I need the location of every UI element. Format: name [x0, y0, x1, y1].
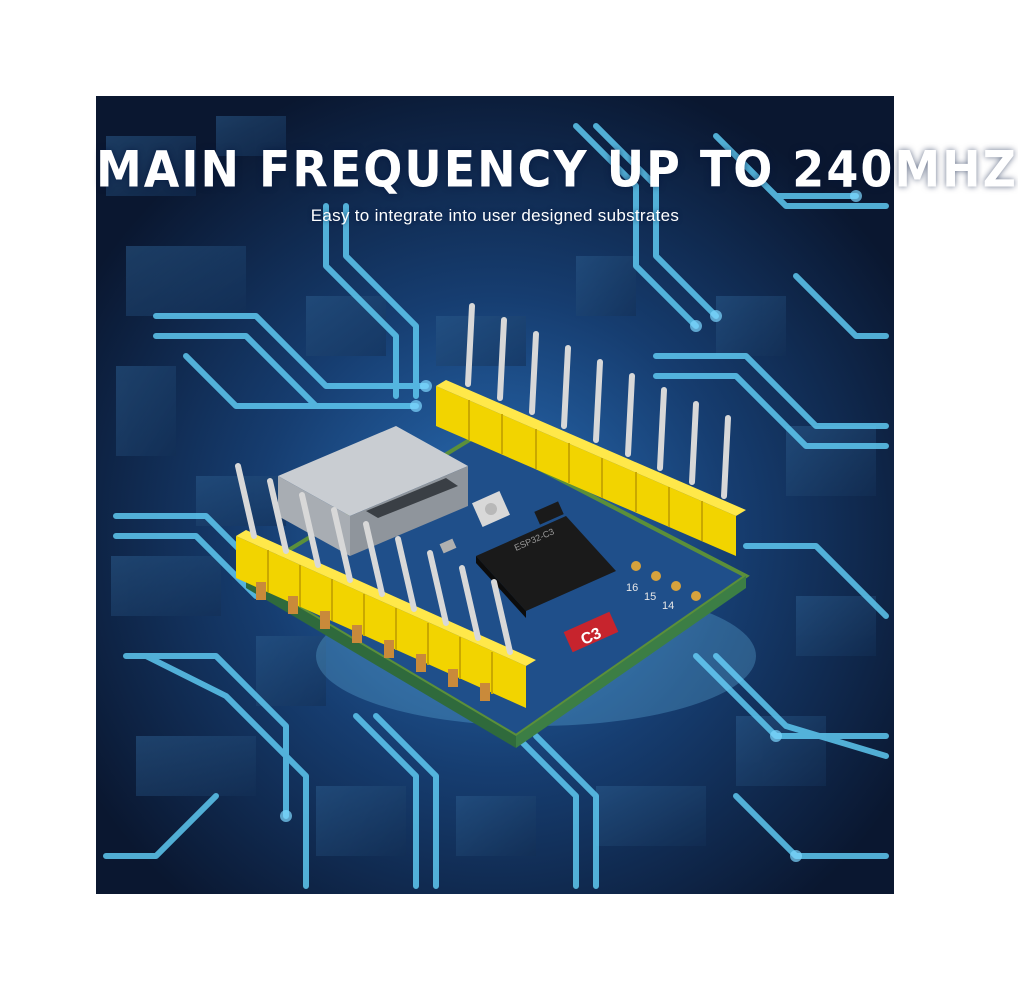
headline: MAIN FREQUENCY UP TO 240MHZ	[96, 139, 1018, 199]
c3-label: C3	[563, 611, 619, 653]
pin-number-16: 16	[626, 582, 638, 594]
silkscreen-label: C3	[578, 625, 604, 649]
esp32-c3-chip: ESP32-C3	[476, 516, 616, 618]
top-pin-header	[436, 303, 746, 556]
circuit-board-background: ESP32-C3 C3 16 15 14	[96, 96, 894, 894]
product-image-frame: ESP32-C3 C3 16 15 14	[96, 96, 1018, 894]
pin-numbers: 16 15 14	[626, 582, 674, 612]
usb-c-connector	[278, 426, 468, 556]
pin-number-15: 15	[644, 591, 656, 603]
subheadline: Easy to integrate into user designed sub…	[310, 206, 680, 225]
esp32-c3-board: ESP32-C3 C3 16 15 14	[235, 303, 750, 748]
pin-number-14: 14	[662, 600, 674, 612]
bottom-pin-header	[235, 463, 536, 708]
